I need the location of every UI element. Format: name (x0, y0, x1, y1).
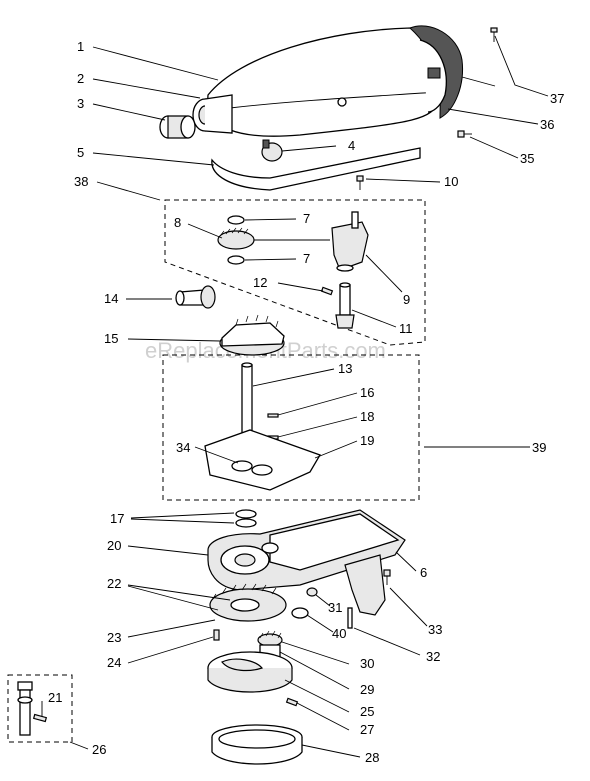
washer-top (227, 215, 245, 225)
callout-37: 37 (550, 91, 564, 106)
callout-7b: 7 (303, 251, 310, 266)
retaining-ring (291, 607, 309, 619)
screw-37 (490, 27, 498, 42)
screw-24 (213, 629, 220, 641)
speed-knob (261, 139, 283, 162)
gear-case-assembly (207, 509, 406, 591)
planetary-cover (207, 651, 293, 693)
callout-15: 15 (104, 331, 118, 346)
callout-33: 33 (428, 622, 442, 637)
gear-case (331, 211, 369, 272)
callout-11: 11 (399, 321, 413, 336)
callout-26: 26 (92, 742, 106, 757)
callout-labels: 1 2 3 4 5 6 7 7 8 9 10 11 12 13 14 15 16… (48, 39, 564, 765)
callout-23: 23 (107, 630, 121, 645)
callout-31: 31 (328, 600, 342, 615)
callout-17: 17 (110, 511, 124, 526)
worm-gear (217, 227, 330, 250)
gasket (204, 429, 321, 491)
pinion-shaft (335, 282, 355, 329)
callout-19: 19 (360, 433, 374, 448)
washer-17a (235, 509, 257, 519)
motor-housing (207, 25, 464, 137)
callout-39: 39 (532, 440, 546, 455)
callout-32: 32 (426, 649, 440, 664)
callout-8: 8 (174, 215, 181, 230)
planetary-gear-set (209, 583, 287, 622)
callout-14: 14 (104, 291, 118, 306)
callout-22: 22 (107, 576, 121, 591)
callout-40: 40 (332, 626, 346, 641)
callout-27: 27 (360, 722, 374, 737)
assembly-39-outline (162, 354, 420, 501)
callout-4: 4 (348, 138, 355, 153)
leader-lines (41, 35, 549, 758)
trim-band (211, 147, 421, 191)
large-gear-15 (219, 314, 285, 356)
bracket-32 (344, 554, 386, 629)
callout-10: 10 (444, 174, 458, 189)
screw-10 (356, 175, 364, 190)
callout-5: 5 (77, 145, 84, 160)
callout-29: 29 (360, 682, 374, 697)
screw-35 (457, 130, 472, 138)
callout-30: 30 (360, 656, 374, 671)
callout-18: 18 (360, 409, 374, 424)
callout-12: 12 (253, 275, 267, 290)
callout-25: 25 (360, 704, 374, 719)
washer-bottom (227, 255, 245, 265)
callout-7a: 7 (303, 211, 310, 226)
callout-13: 13 (338, 361, 352, 376)
callout-20: 20 (107, 538, 121, 553)
hub-cap (159, 115, 196, 139)
attachment-hub (192, 94, 233, 134)
callout-38: 38 (74, 174, 88, 189)
beater-shaft (17, 681, 48, 736)
callout-21: 21 (48, 690, 62, 705)
callout-9: 9 (403, 292, 410, 307)
pin-16 (267, 413, 279, 418)
callout-3: 3 (77, 96, 84, 111)
callout-1: 1 (77, 39, 84, 54)
washer-17b (235, 518, 257, 528)
callout-35: 35 (520, 151, 534, 166)
screw-33 (383, 569, 391, 585)
trim-ring (211, 724, 303, 765)
pin-27 (285, 697, 299, 707)
callout-36: 36 (540, 117, 554, 132)
assembly-38-outline (164, 199, 426, 346)
pin-12 (320, 286, 334, 296)
callout-16: 16 (360, 385, 374, 400)
callout-6: 6 (420, 565, 427, 580)
assembly-26-outline (7, 674, 73, 743)
bevel-gear-14 (175, 285, 216, 309)
callout-34: 34 (176, 440, 190, 455)
screw-31 (306, 587, 318, 597)
callout-24: 24 (107, 655, 121, 670)
callout-28: 28 (365, 750, 379, 765)
callout-2: 2 (77, 71, 84, 86)
